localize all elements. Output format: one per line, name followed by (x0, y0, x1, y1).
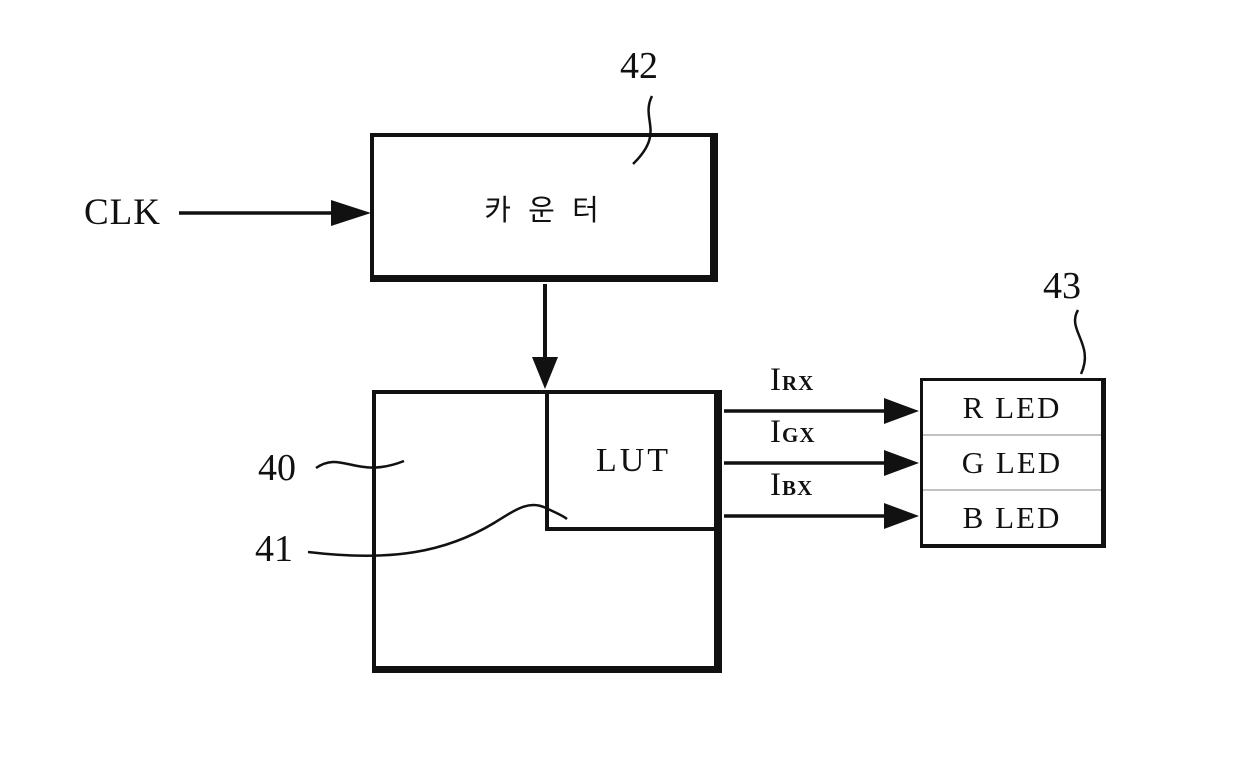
ibx-arrowhead (884, 503, 919, 529)
led-row-green: G LED (923, 434, 1101, 489)
igx-arrowhead (884, 450, 919, 476)
ref-40-leader (315, 459, 405, 470)
ref-42-leader (632, 95, 654, 165)
led-row-red: R LED (962, 389, 1062, 425)
clk-arrowhead (331, 200, 371, 226)
lut-block (545, 390, 722, 531)
irx-arrowhead (884, 398, 919, 424)
led-block: R LED G LED B LED (920, 378, 1106, 548)
led-row-blue: B LED (923, 489, 1101, 544)
counter-block (370, 133, 718, 282)
ref-41-leader (307, 503, 568, 557)
counter-to-memory-arrowhead (532, 357, 558, 389)
ref-43-leader (1073, 309, 1087, 375)
